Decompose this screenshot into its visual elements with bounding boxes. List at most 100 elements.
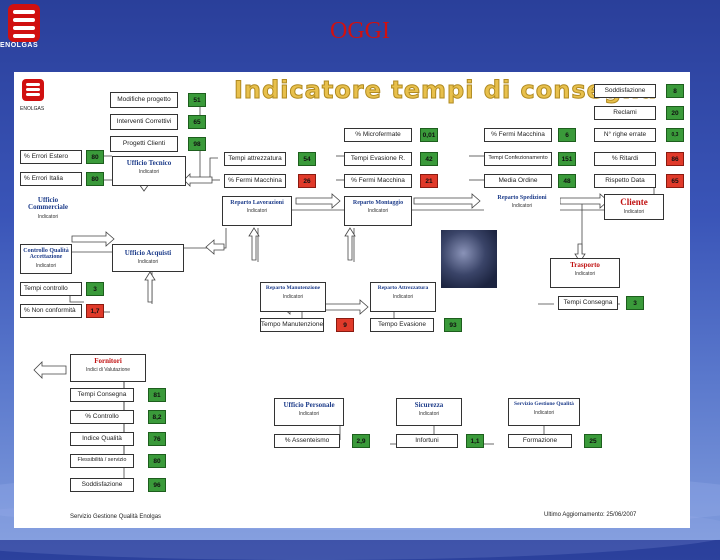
enolgas-logo-icon xyxy=(8,4,40,42)
sheet-title: Indicatore tempi di consegna xyxy=(233,76,658,105)
indicator-value: 93 xyxy=(444,318,462,332)
indicator-value: 65 xyxy=(666,174,684,188)
indicator-value: 2,9 xyxy=(352,434,370,448)
unit-sicurezza: Sicurezza Indicatori xyxy=(396,398,462,426)
logo-text: ENOLGAS xyxy=(0,42,39,49)
unit-ufficio-commerciale: Ufficio Commerciale Indicatori xyxy=(20,194,76,220)
indicator-label: Soddisfazione xyxy=(594,84,656,98)
indicator-value: 8,2 xyxy=(148,410,166,424)
indicator-label: % Microfermate xyxy=(344,128,412,142)
unit-subtitle: Indicatori xyxy=(418,411,440,418)
unit-subtitle: Indicatori xyxy=(623,209,645,216)
indicator-label: Flessibilità / servizio xyxy=(70,454,134,468)
unit-reparto-manutenzione: Reparto Manutenzione Indicatori xyxy=(260,282,326,312)
indicator-value: 80 xyxy=(86,150,104,164)
indicator-label: Tempi Evasione R. xyxy=(344,152,412,166)
unit-title: Reparto Manutenzione xyxy=(265,285,321,291)
indicator-label: Progetti Clienti xyxy=(110,136,178,152)
indicator-value: 48 xyxy=(558,174,576,188)
indicator-value: 0,3 xyxy=(666,128,684,142)
indicator-value: 86 xyxy=(666,152,684,166)
indicator-value: 0,01 xyxy=(420,128,438,142)
unit-ufficio-personale: Ufficio Personale Indicatori xyxy=(274,398,344,426)
indicator-label: % Errori Italia xyxy=(20,172,82,186)
unit-subtitle: Indicatori xyxy=(533,409,555,416)
indicator-value: 6 xyxy=(558,128,576,142)
indicator-value: 42 xyxy=(420,152,438,166)
indicator-label: % Assenteismo xyxy=(274,434,340,448)
sheet-logo-text: ENOLGAS xyxy=(20,106,45,112)
indicator-label: Infortuni xyxy=(396,434,458,448)
indicator-label: Indice Qualità xyxy=(70,432,134,446)
unit-subtitle: Indicatori xyxy=(246,208,268,215)
indicator-value: 8 xyxy=(666,84,684,98)
unit-reparto-montaggio: Reparto Montaggio Indicatori xyxy=(344,196,412,226)
dashboard-sheet: ENOLGAS Indicatore tempi di consegna xyxy=(14,72,690,528)
unit-title: Servizio Gestione Qualità xyxy=(514,401,574,407)
unit-subtitle: Indicatori xyxy=(137,259,159,266)
indicator-label: Tempi Consegna xyxy=(558,296,618,310)
unit-fornitori: Fornitori Indici di Valutazione xyxy=(70,354,146,382)
unit-reparto-lavorazioni: Reparto Lavorazioni Indicatori xyxy=(222,196,292,226)
indicator-label: Rispetto Data xyxy=(594,174,656,188)
indicator-value: 80 xyxy=(86,172,104,186)
indicator-value: 9 xyxy=(336,318,354,332)
unit-title: Reparto Spedizioni xyxy=(497,195,547,201)
indicator-value: 76 xyxy=(148,432,166,446)
indicator-value: 80 xyxy=(148,454,166,468)
indicator-value: 98 xyxy=(188,137,206,151)
indicator-label: Tempo Manutenzione xyxy=(260,318,324,332)
unit-subtitle: Indicatori xyxy=(37,213,59,220)
unit-subtitle: Indicatori xyxy=(574,271,596,278)
indicator-value: 3 xyxy=(626,296,644,310)
slide-title: OGGI xyxy=(330,18,390,44)
indicator-value: 151 xyxy=(558,152,576,166)
unit-title: Reparto Attrezzatura xyxy=(377,285,429,291)
unit-reparto-spedizioni: Reparto Spedizioni Indicatori xyxy=(484,192,560,216)
unit-servizio-qualita: Servizio Gestione Qualità Indicatori xyxy=(508,398,580,426)
unit-ufficio-tecnico: Ufficio Tecnico Indicatori xyxy=(112,156,186,186)
sheet-logo-icon xyxy=(22,79,44,101)
indicator-value: 81 xyxy=(148,388,166,402)
unit-subtitle: Indicatori xyxy=(511,203,533,210)
indicator-label: % Fermi Macchina xyxy=(344,174,412,188)
unit-controllo-qualita: Controllo Qualità Accettazione Indicator… xyxy=(20,244,72,274)
unit-title: Sicurezza xyxy=(414,401,444,409)
indicator-label: N° righe errate xyxy=(594,128,656,142)
indicator-value: 1,7 xyxy=(86,304,104,318)
indicator-value: 65 xyxy=(188,115,206,129)
indicator-value: 96 xyxy=(148,478,166,492)
indicator-label: Media Ordine xyxy=(484,174,552,188)
indicator-label: % Fermi Macchina xyxy=(484,128,552,142)
indicator-label: Tempi Confezionamento xyxy=(484,152,552,166)
unit-title: Ufficio Personale xyxy=(283,401,335,409)
indicator-label: Tempi attrezzatura xyxy=(224,152,286,166)
unit-title: Controllo Qualità Accettazione xyxy=(23,248,69,261)
unit-subtitle: Indici di Valutazione xyxy=(85,367,131,374)
indicator-label: % Ritardi xyxy=(594,152,656,166)
indicator-label: Tempi controllo xyxy=(20,282,82,296)
indicator-value: 21 xyxy=(420,174,438,188)
unit-subtitle: Indicatori xyxy=(392,293,414,300)
unit-title: Fornitori xyxy=(94,357,122,365)
indicator-label: Tempi Consegna xyxy=(70,388,134,402)
indicator-label: % Errori Estero xyxy=(20,150,82,164)
unit-reparto-attrezzatura: Reparto Attrezzatura Indicatori xyxy=(370,282,436,312)
unit-title: Reparto Montaggio xyxy=(352,200,404,206)
unit-subtitle: Indicatori xyxy=(35,262,57,269)
indicator-value: 20 xyxy=(666,106,684,120)
sheet-footer-right: Ultimo Aggiornamento: 25/06/2007 xyxy=(544,512,637,518)
unit-subtitle: Indicatori xyxy=(282,293,304,300)
indicator-label: Reclami xyxy=(594,106,656,120)
unit-subtitle: Indicatori xyxy=(298,411,320,418)
indicator-value: 54 xyxy=(298,152,316,166)
unit-title: Ufficio Commerciale xyxy=(28,196,68,212)
indicator-label: Modifiche progetto xyxy=(110,92,178,108)
indicator-value: 3 xyxy=(86,282,104,296)
unit-title: Ufficio Tecnico xyxy=(126,159,172,167)
unit-subtitle: Indicatori xyxy=(138,169,160,176)
indicator-label: Formazione xyxy=(508,434,572,448)
indicator-value: 1,1 xyxy=(466,434,484,448)
unit-title: Ufficio Acquisti xyxy=(124,249,172,257)
indicator-value: 26 xyxy=(298,174,316,188)
